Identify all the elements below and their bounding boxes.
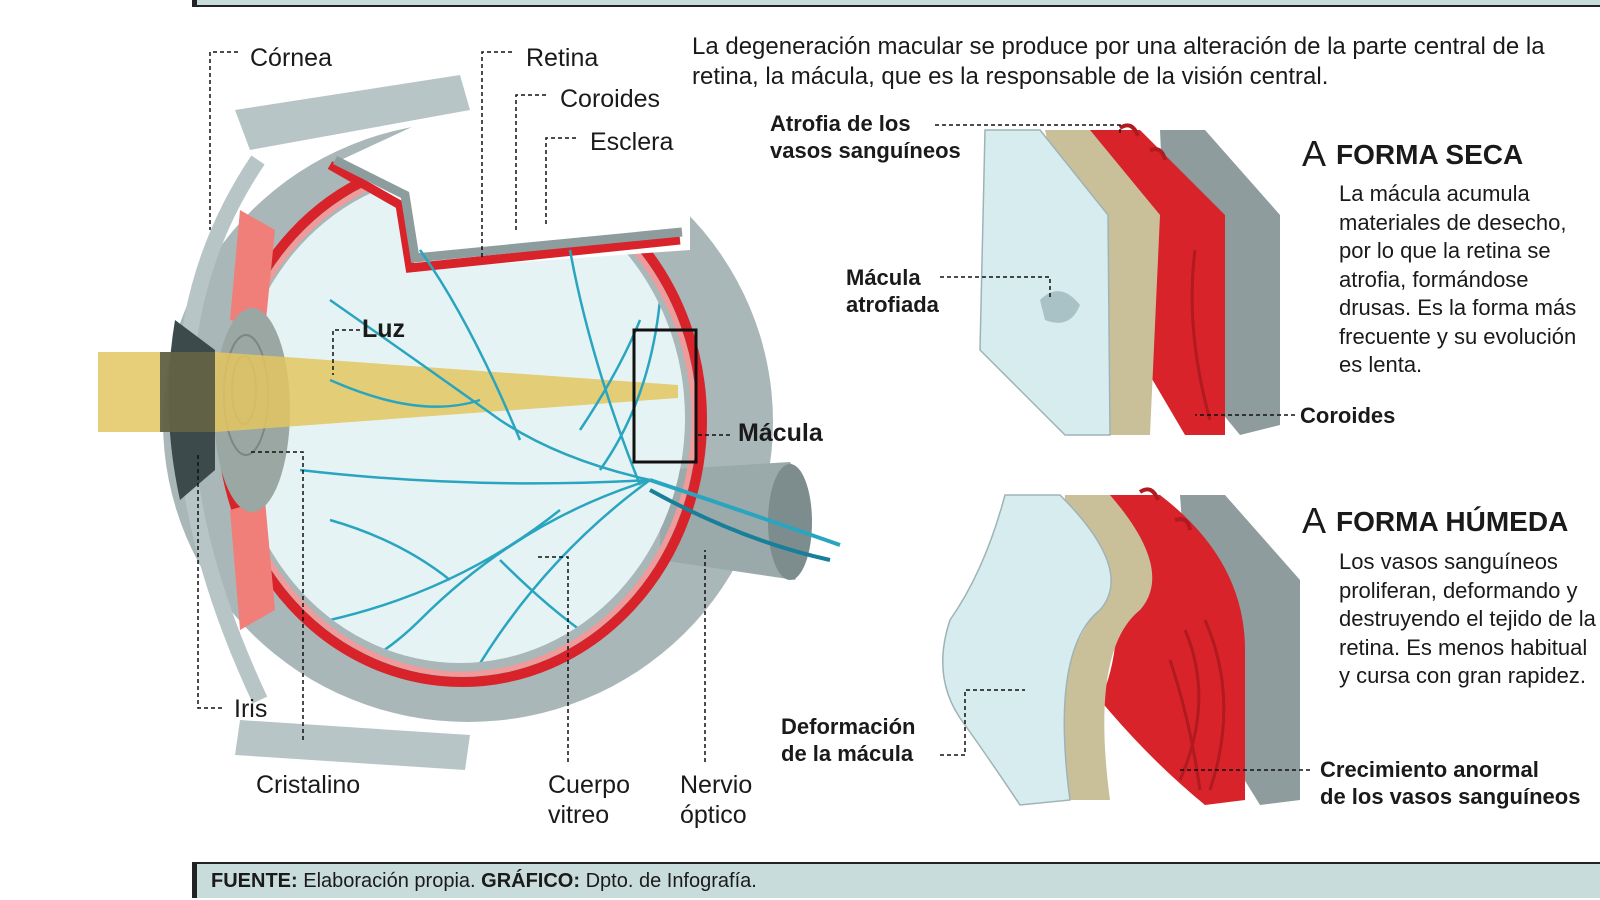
wet-vessel-top-1 [1138,487,1160,501]
eye-leader-lines [197,51,730,762]
cutaway-sclera [332,155,683,263]
footer-graphic-key: GRÁFICO: [481,870,581,892]
label-macula: Mácula [738,419,823,447]
label-cuerpo-vitreo-line1: Cuerpo [548,771,630,799]
iris-bottom [230,500,275,630]
label-cuerpo-vitreo-line2: vitreo [548,801,610,829]
wet-layers [941,487,1300,806]
nerve-vessel-1 [649,478,841,547]
dry-retina-layer [979,129,1111,436]
dry-atrophy-spot [1040,291,1080,323]
label-cristalino: Cristalino [256,771,361,799]
label-wet-growth-line2: de los vasos sanguíneos [1320,784,1581,809]
cutaway-notch [330,100,690,270]
label-nervio-line2: óptico [680,801,747,829]
light-beam-shadow [160,352,215,432]
cornea-top-shape [235,75,470,150]
wet-vessels [1168,619,1226,791]
dry-heading: A FORMA SECA [1302,133,1523,175]
dry-vessel-top-2 [1149,147,1167,161]
dry-title: FORMA SECA [1336,139,1524,170]
label-dry-macula-line2: atrofiada [846,292,939,317]
label-esclera: Esclera [590,128,674,156]
label-nervio-line1: Nervio [680,771,753,799]
intro-text: La degeneración macular se produce por u… [692,33,1545,90]
vitreous-body [235,173,685,663]
footer-graphic-value: Dpto. de Infografía. [585,870,757,892]
macula-box [632,328,698,464]
dry-layers [979,123,1280,436]
wet-description: Los vasos sanguíneos proliferan, deforma… [1339,549,1596,688]
footer-source-value: Elaboración propia. [303,870,476,892]
cutaway-choroid [327,161,681,273]
wet-vessel-top-2 [1174,517,1192,531]
label-wet-growth-line1: Crecimiento anormal [1320,757,1539,782]
nerve-vessel-2 [649,488,831,562]
label-wet-deform-line2: de la mácula [781,741,914,766]
wet-letter: A [1302,500,1327,541]
retinal-vessels [299,249,662,663]
top-bar [192,0,1600,7]
dry-description: La mácula acumula materiales de desecho,… [1339,181,1577,377]
iris-top [230,210,275,330]
label-iris: Iris [234,695,268,723]
cornea-bottom-shape [235,720,470,770]
label-wet-deform-line1: Deformación [781,714,916,739]
label-dry-macula-line1: Mácula [846,265,921,290]
label-retina: Retina [526,44,599,72]
wet-heading: A FORMA HÚMEDA [1302,500,1568,542]
label-cornea: Córnea [250,44,332,72]
dry-vessel-top-1 [1118,123,1140,137]
wet-retina-layer [941,494,1112,806]
label-dry-vessels-line1: Atrofia de los [770,111,911,136]
footer-source-key: FUENTE: [211,870,298,892]
dry-vessel [1190,249,1212,421]
footer-bar: FUENTE: Elaboración propia. GRÁFICO: Dpt… [192,862,1600,898]
wet-title: FORMA HÚMEDA [1336,506,1569,537]
light-beam [98,352,678,432]
label-luz: Luz [362,315,406,343]
layer-leader-lines [935,124,1310,771]
dry-letter: A [1302,133,1327,174]
label-dry-vessels-line2: vasos sanguíneos [770,138,961,163]
label-coroides: Coroides [560,85,661,113]
label-dry-coroides: Coroides [1300,403,1396,428]
eye-anatomy [98,75,841,770]
